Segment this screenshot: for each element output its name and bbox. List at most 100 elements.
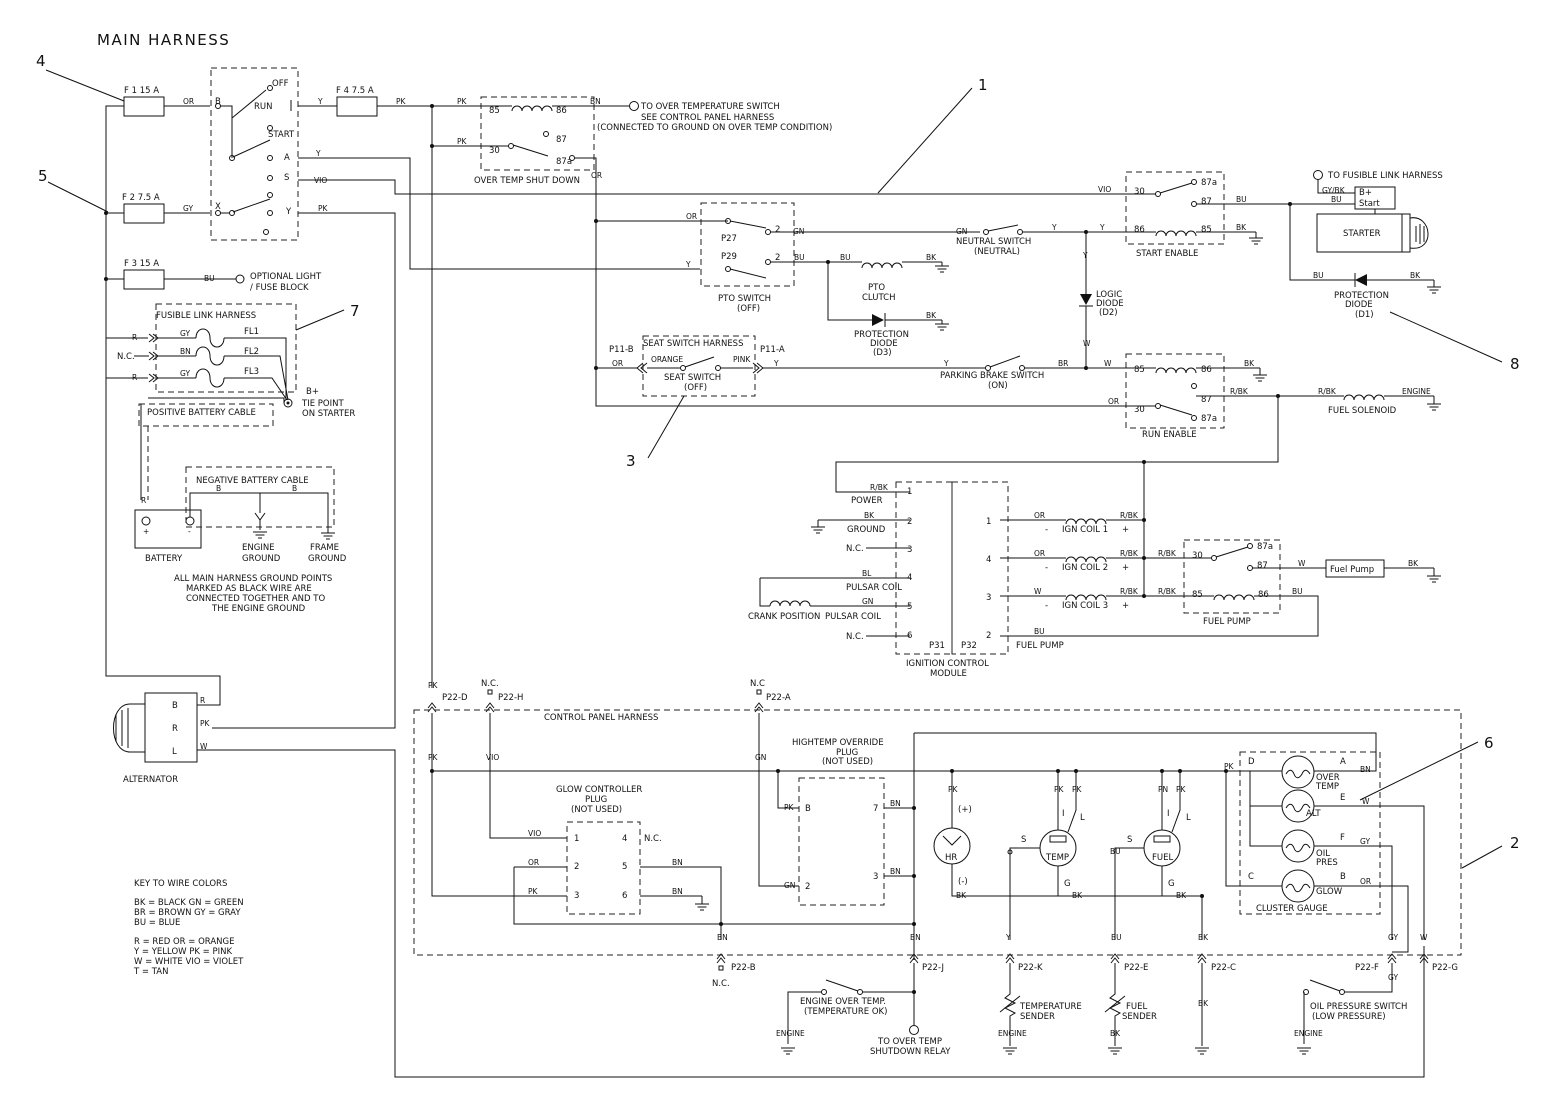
ht-2: PLUG: [836, 748, 858, 758]
fuel-sender: FUEL SENDER BK: [1104, 963, 1157, 1055]
icm-r4: 4: [986, 555, 991, 565]
wc-rbk-fp30: R/BK: [1158, 549, 1177, 558]
ht-2p: 2: [805, 882, 810, 892]
pto-diode-2: DIODE: [870, 339, 898, 349]
icm-fuel-pump: FUEL PUMP: [1016, 641, 1064, 651]
seat-p11b: P11-B: [609, 345, 634, 355]
icm-title-2: MODULE: [930, 669, 967, 679]
key-line-5: Y = YELLOW PK = PINK: [133, 947, 232, 957]
coil3-label: IGN COIL 3: [1062, 601, 1108, 611]
ground-note-2: MARKED AS BLACK WIRE ARE: [186, 584, 312, 594]
fs-2: SENDER: [1122, 1012, 1157, 1022]
icm-l1: 1: [907, 487, 912, 497]
ground-p22c: BK: [1194, 963, 1210, 1055]
wc-or-glow: OR: [1360, 877, 1371, 886]
temperature-sender: TEMPERATURE SENDER ENGINE: [998, 963, 1082, 1055]
key-line-2: BR = BROWN GY = GRAY: [134, 908, 241, 918]
wc-pk-cluster: PK: [1224, 762, 1235, 771]
wc-gy-f2: GY: [183, 204, 193, 213]
seat-orange: ORANGE: [651, 355, 683, 364]
seat-switch-label: SEAT SWITCH: [664, 373, 721, 383]
ot-see-cp: SEE CONTROL PANEL HARNESS: [641, 113, 774, 123]
se-85: 85: [1201, 225, 1212, 235]
glow-1: GLOW CONTROLLER: [556, 785, 642, 795]
over-temp-relay: 85 86 BN 87 30 87a OR OVER TEMP SHUT DOW…: [474, 96, 1125, 407]
start-enable-relay: 30 87a 87 86 85 START ENABLE: [1125, 171, 1225, 259]
wc-pk-hr: PK: [948, 785, 959, 794]
callout-2: 2: [1510, 834, 1520, 852]
start-enable-label: START ENABLE: [1136, 249, 1198, 259]
fuse-f3: F 3 15 A: [123, 259, 165, 290]
wc-r-fl3: R: [132, 373, 137, 382]
glow-2: PLUG: [585, 795, 607, 805]
cl-b: B: [1340, 872, 1346, 882]
seat-switch-harness: SEAT SWITCH HARNESS P11-B P11-A ORANGE P…: [609, 335, 785, 397]
temp-g: G: [1064, 879, 1071, 889]
pto-clutch-2: CLUTCH: [862, 293, 896, 303]
eng-gnd-1: ENGINE: [242, 543, 275, 553]
battery-label: BATTERY: [145, 554, 183, 564]
logic-diode-1: LOGIC: [1096, 290, 1122, 300]
fs-1: FUEL: [1126, 1002, 1147, 1012]
coil1-label: IGN COIL 1: [1062, 525, 1108, 535]
key-line-6: W = WHITE VIO = VIOLET: [134, 957, 244, 967]
eng-gnd-2: GROUND: [242, 554, 281, 564]
wc-bk-p22c-b: BK: [1198, 999, 1209, 1008]
wc-vio-cp: VIO: [486, 753, 499, 762]
fp-87: 87: [1257, 561, 1268, 571]
wc-y-86: Y: [1099, 223, 1105, 232]
callout-4: 4: [36, 52, 46, 70]
wc-bk-clutch: BK: [926, 253, 937, 262]
g4: 4: [622, 834, 627, 844]
re-87a: 87a: [1201, 414, 1217, 424]
ground-note: ALL MAIN HARNESS GROUND POINTS MARKED AS…: [174, 574, 332, 614]
g6: 6: [622, 891, 627, 901]
wc-y-p22k: Y: [1005, 933, 1011, 942]
ot-87a: 87a: [556, 157, 572, 167]
fl-title: FUSIBLE LINK HARNESS: [156, 311, 256, 321]
ign-y: Y: [285, 207, 292, 217]
op-engine: ENGINE: [1294, 1029, 1323, 1038]
parking-2: (ON): [988, 381, 1008, 391]
icm-pulsar-1: PULSAR COIL: [846, 583, 902, 593]
cl-a: A: [1340, 757, 1346, 767]
coil1-minus: -: [1045, 525, 1048, 535]
ground-note-4: THE ENGINE GROUND: [211, 604, 306, 614]
fl2: FL2: [244, 347, 259, 357]
wc-bk-fs: BK: [1110, 1029, 1121, 1038]
ot-connected: (CONNECTED TO GROUND ON OVER TEMP CONDIT…: [597, 123, 832, 133]
wc-gy-fl3: GY: [180, 369, 190, 378]
wc-w-fp: W: [1298, 559, 1306, 568]
icm-p32: P32: [961, 641, 977, 651]
eot-1: ENGINE OVER TEMP.: [800, 997, 886, 1007]
op-1: OIL PRESSURE SWITCH: [1310, 1002, 1407, 1012]
pto-switch: P27 P29 2 2 PTO SWITCH (OFF): [700, 202, 795, 314]
wc-rbk-fp85: R/BK: [1158, 587, 1177, 596]
fuse-f1-label: F 1 15 A: [124, 86, 159, 96]
callout-7: 7: [350, 302, 360, 320]
frm-gnd-2: GROUND: [308, 554, 347, 564]
callout-5: 5: [38, 167, 48, 185]
wc-bn-ht7: BN: [890, 799, 901, 808]
g4-nc: N.C.: [644, 834, 662, 844]
nc-b: N.C.: [712, 979, 730, 989]
wc-y-a: Y: [315, 149, 321, 158]
wc-pk-f4: PK: [396, 97, 407, 106]
ign-s: S: [284, 173, 289, 183]
wc-y-p29: Y: [685, 260, 691, 269]
wc-bu-fp86: BU: [1292, 587, 1303, 596]
wc-or-g2: OR: [528, 858, 539, 867]
wc-pk-temp1: PK: [1054, 785, 1065, 794]
wc-bk-fp: BK: [1408, 559, 1419, 568]
callout-3: 3: [626, 452, 636, 470]
diagram-title: MAIN HARNESS: [97, 31, 230, 49]
wc-b-neg1: B: [216, 484, 221, 493]
cl-over-2: TEMP: [1315, 782, 1339, 792]
ground-note-1: ALL MAIN HARNESS GROUND POINTS: [174, 574, 332, 584]
temp-i: I: [1062, 809, 1065, 819]
wc-bk-ground: BK: [864, 511, 875, 520]
nc-a: N.C: [750, 679, 765, 689]
wc-bu-clutch: BU: [840, 253, 851, 262]
icm-l3: 3: [907, 545, 912, 555]
